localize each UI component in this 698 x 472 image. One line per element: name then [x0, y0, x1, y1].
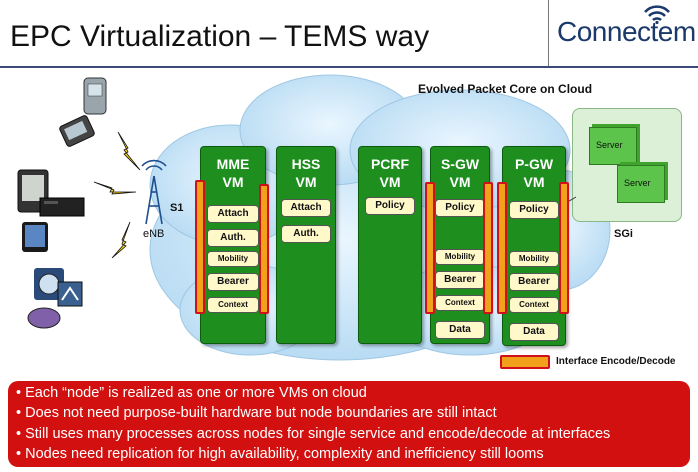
logo: Connectem: [548, 0, 698, 66]
user-devices: [17, 77, 167, 329]
function-mobility: Mobility: [509, 251, 559, 267]
gadget-icon: [27, 307, 61, 329]
function-bearer: Bearer: [207, 273, 259, 291]
cell-tower-icon: [141, 159, 167, 225]
interface-bar: [259, 184, 269, 314]
title-divider: [0, 66, 698, 68]
function-policy: Policy: [509, 201, 559, 219]
function-context: Context: [207, 297, 259, 313]
function-bearer: Bearer: [435, 271, 485, 289]
tablet-icon: [22, 222, 48, 252]
s1-label: S1: [170, 202, 184, 214]
signal-bolt-icon: [93, 181, 137, 195]
function-policy: Policy: [435, 199, 485, 217]
server-block: Server: [617, 165, 665, 203]
function-auth: Auth.: [207, 229, 259, 247]
sgi-label: SGi: [614, 228, 633, 240]
bullet-4: • Nodes need replication for high availa…: [16, 446, 544, 462]
vm-pgw: P-GW VM Policy Mobility Bearer Context D…: [502, 146, 566, 346]
meter-icon: [34, 268, 64, 300]
interface-bar: [559, 182, 569, 314]
vm-mme: MME VM Attach Auth. Mobility Bearer Cont…: [200, 146, 266, 344]
function-attach: Attach: [281, 199, 331, 217]
vm-sgw: S-GW VM Policy Mobility Bearer Context D…: [430, 146, 490, 344]
vm-title: HSS: [291, 156, 321, 172]
server-label: Server: [596, 140, 623, 150]
function-attach: Attach: [207, 205, 259, 223]
vm-pcrf: PCRF VM Policy: [358, 146, 422, 344]
cloud-label: Evolved Packet Core on Cloud: [418, 82, 593, 96]
function-context: Context: [509, 297, 559, 313]
vm-hss: HSS VM Attach Auth.: [276, 146, 336, 344]
function-auth: Auth.: [281, 225, 331, 243]
server-panel: Server Server: [572, 108, 682, 222]
vm-subtitle: VM: [379, 174, 401, 190]
server-label: Server: [624, 178, 651, 188]
vm-title: PCRF: [370, 156, 410, 172]
function-mobility: Mobility: [207, 251, 259, 267]
logo-text: Connectem: [557, 16, 696, 47]
sensor-icon: [57, 281, 83, 307]
laptop-icon: [39, 197, 85, 217]
enb-label: eNB: [143, 228, 165, 240]
signal-bolt-icon: [111, 221, 131, 259]
page-title: EPC Virtualization – TEMS way: [10, 20, 430, 53]
function-policy: Policy: [365, 197, 415, 215]
legend-label: Interface Encode/Decode: [556, 356, 676, 367]
function-data: Data: [435, 321, 485, 339]
function-bearer: Bearer: [509, 273, 559, 291]
bullet-2: • Does not need purpose-built hardware b…: [16, 405, 497, 421]
wifi-icon: [644, 5, 670, 24]
vm-subtitle: VM: [295, 174, 317, 190]
vm-title: S-GW: [440, 156, 480, 172]
summary-banner: • Each “node” is realized as one or more…: [8, 381, 690, 467]
function-context: Context: [435, 295, 485, 311]
bullet-3: • Still uses many processes across nodes…: [16, 426, 611, 442]
vm-title: MME: [216, 156, 250, 172]
bullet-1: • Each “node” is realized as one or more…: [16, 385, 367, 401]
function-data: Data: [509, 323, 559, 341]
signal-bolt-icon: [117, 131, 141, 171]
interface-bar: [497, 182, 507, 314]
vm-subtitle: VM: [449, 174, 471, 190]
function-mobility: Mobility: [435, 249, 485, 265]
legend-swatch: [500, 355, 550, 369]
interface-bar: [483, 182, 493, 314]
interface-bar: [425, 182, 435, 314]
interface-bar: [195, 180, 205, 314]
vm-subtitle: VM: [523, 174, 545, 190]
phone-icon: [83, 77, 107, 115]
smartphone-icon: [59, 115, 95, 147]
server-block: Server: [589, 127, 637, 165]
vm-title: P-GW: [514, 156, 554, 172]
vm-subtitle: VM: [222, 174, 244, 190]
